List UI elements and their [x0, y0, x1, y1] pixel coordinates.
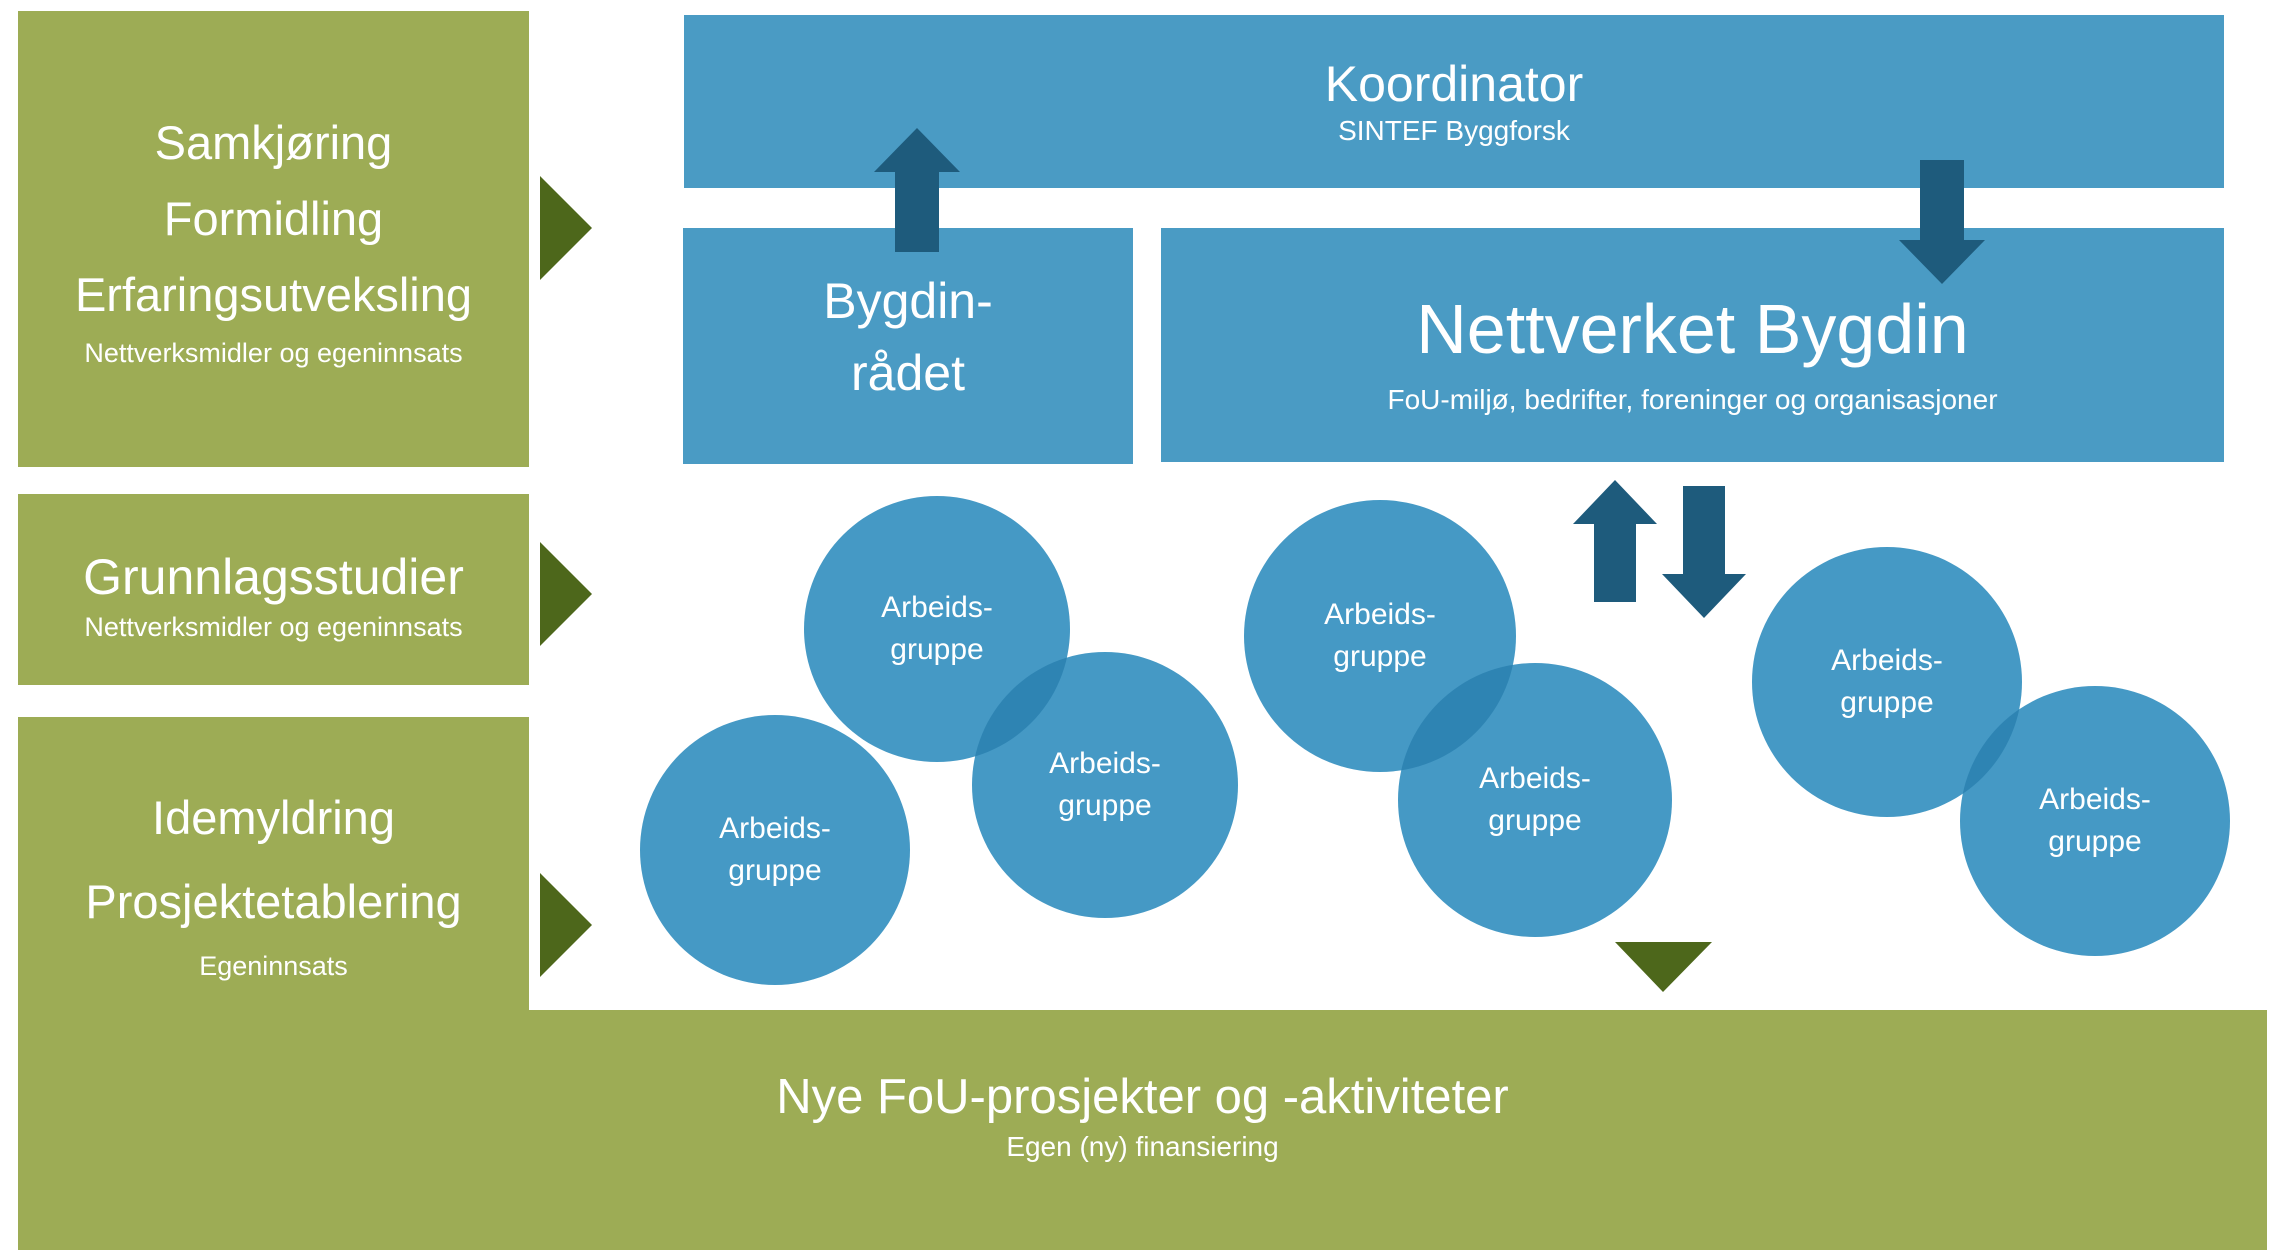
coordinator-subtitle: SINTEF Byggforsk	[1338, 114, 1570, 146]
result-bar-title: Nye FoU-prosjekter og -aktiviteter	[776, 1070, 1509, 1124]
workgroup-label: Arbeids-	[1324, 598, 1436, 631]
stage-box-subtitle: Nettverksmidler og egeninnsats	[84, 611, 463, 642]
workgroup-circle: Arbeids- gruppe	[640, 715, 910, 985]
down-triangle-icon	[1615, 942, 1712, 992]
stage-box-subtitle: Nettverksmidler og egeninnsats	[84, 338, 463, 368]
workgroup-label: gruppe	[890, 633, 984, 666]
workgroup-circle: Arbeids- gruppe	[972, 652, 1238, 918]
stage-box-title-line: Grunnlagsstudier	[83, 548, 464, 605]
network-subtitle: FoU-miljø, bedrifter, foreninger og orga…	[1387, 384, 1998, 415]
workgroup-label: Arbeids-	[1479, 762, 1591, 795]
stage-box-grunnlagsstudier: Grunnlagsstudier Nettverksmidler og egen…	[18, 494, 529, 685]
stage-box-subtitle: Egeninnsats	[199, 950, 348, 981]
down-arrow-icon	[1662, 486, 1746, 618]
stage-box-idemyldring: Idemyldring Prosjektetablering Egeninnsa…	[18, 717, 529, 1030]
workgroup-label: Arbeids-	[1049, 747, 1161, 780]
up-arrow-icon	[1573, 480, 1657, 602]
network-box: Nettverket Bygdin FoU-miljø, bedrifter, …	[1161, 228, 2224, 462]
stage-box-title-line: Prosjektetablering	[85, 874, 462, 928]
coordinator-title: Koordinator	[1324, 55, 1584, 112]
workgroup-circle: Arbeids- gruppe	[1960, 686, 2230, 956]
workgroup-label: Arbeids-	[2039, 783, 2151, 816]
workgroup-circle: Arbeids- gruppe	[1398, 663, 1672, 937]
workgroup-label: gruppe	[2048, 825, 2142, 858]
council-title-line: Bygdin-	[823, 273, 993, 329]
workgroup-label: gruppe	[1058, 789, 1152, 822]
workgroup-label: Arbeids-	[1831, 644, 1943, 677]
result-bar-subtitle: Egen (ny) finansiering	[1006, 1131, 1279, 1162]
network-title: Nettverket Bygdin	[1416, 290, 1969, 368]
right-triangle-icon	[540, 176, 592, 280]
workgroup-label: Arbeids-	[881, 591, 993, 624]
council-title-line: rådet	[851, 345, 965, 401]
stage-box-title-line: Erfaringsutveksling	[74, 268, 473, 321]
workgroup-label: gruppe	[1840, 686, 1934, 719]
workgroup-label: gruppe	[728, 854, 822, 887]
council-box: Bygdin- rådet	[683, 228, 1133, 464]
result-bar: Nye FoU-prosjekter og -aktiviteter Egen …	[18, 1010, 2267, 1250]
stage-box-samkjoring: Samkjøring Formidling Erfaringsutvekslin…	[18, 11, 529, 467]
coordinator-box: Koordinator SINTEF Byggforsk	[684, 15, 2224, 188]
stage-box-title-line: Idemyldring	[152, 790, 395, 844]
stage-box-title-line: Samkjøring	[154, 116, 393, 169]
right-triangle-icon	[540, 873, 592, 977]
workgroup-circle: Arbeids- gruppe	[804, 496, 1070, 762]
workgroup-label: gruppe	[1488, 804, 1582, 837]
workgroup-label: Arbeids-	[719, 812, 831, 845]
stage-box-title-line: Formidling	[163, 192, 384, 245]
right-triangle-icon	[540, 542, 592, 646]
workgroup-label: gruppe	[1333, 640, 1427, 673]
